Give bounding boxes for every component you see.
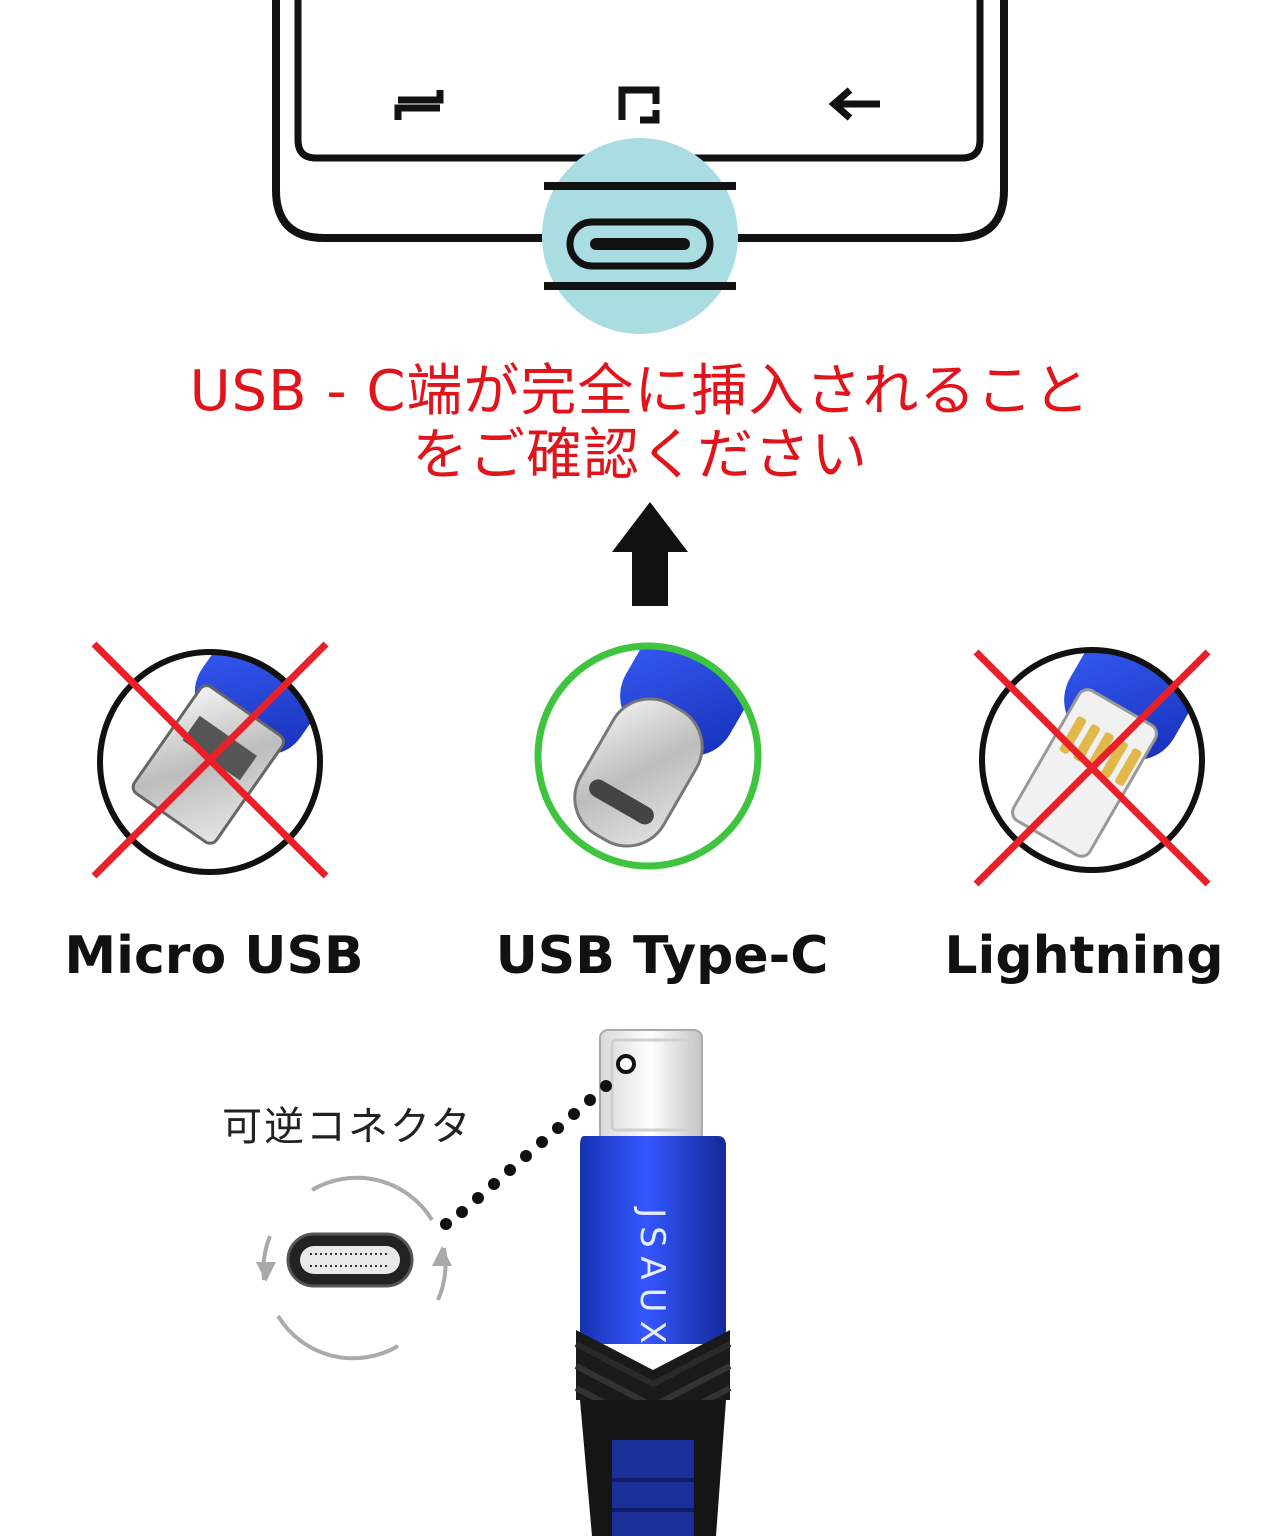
label-micro-usb: Micro USB bbox=[64, 926, 364, 986]
back-icon bbox=[828, 87, 880, 121]
compatible-ring bbox=[534, 642, 762, 870]
callout-point-icon bbox=[616, 1054, 636, 1074]
notice-line-2: をご確認ください bbox=[412, 423, 868, 488]
reversible-connector-icon bbox=[256, 1175, 452, 1361]
insertion-notice: USB - C端が完全に挿入されること をご確認ください bbox=[0, 360, 1280, 488]
usb-c-icon bbox=[534, 642, 762, 870]
jsaux-cable bbox=[574, 1029, 732, 1536]
reversible-connector-label: 可逆コネクタ bbox=[222, 1104, 473, 1150]
lightning-icon bbox=[973, 647, 1211, 887]
usb-c-port-highlight bbox=[542, 138, 738, 334]
cable-brand-logo: JSAUX bbox=[632, 1208, 672, 1352]
callout-dots bbox=[440, 1080, 612, 1230]
label-lightning: Lightning bbox=[944, 926, 1224, 986]
not-compatible-cross-icon bbox=[91, 641, 329, 879]
recent-apps-icon bbox=[394, 90, 444, 120]
insert-arrow-icon bbox=[612, 502, 688, 606]
home-icon bbox=[618, 86, 660, 124]
not-compatible-cross-icon bbox=[973, 649, 1211, 887]
notice-line-1: USB - C端が完全に挿入されること bbox=[189, 359, 1091, 424]
micro-usb-icon bbox=[91, 641, 329, 879]
label-usb-type-c: USB Type-C bbox=[495, 926, 829, 986]
